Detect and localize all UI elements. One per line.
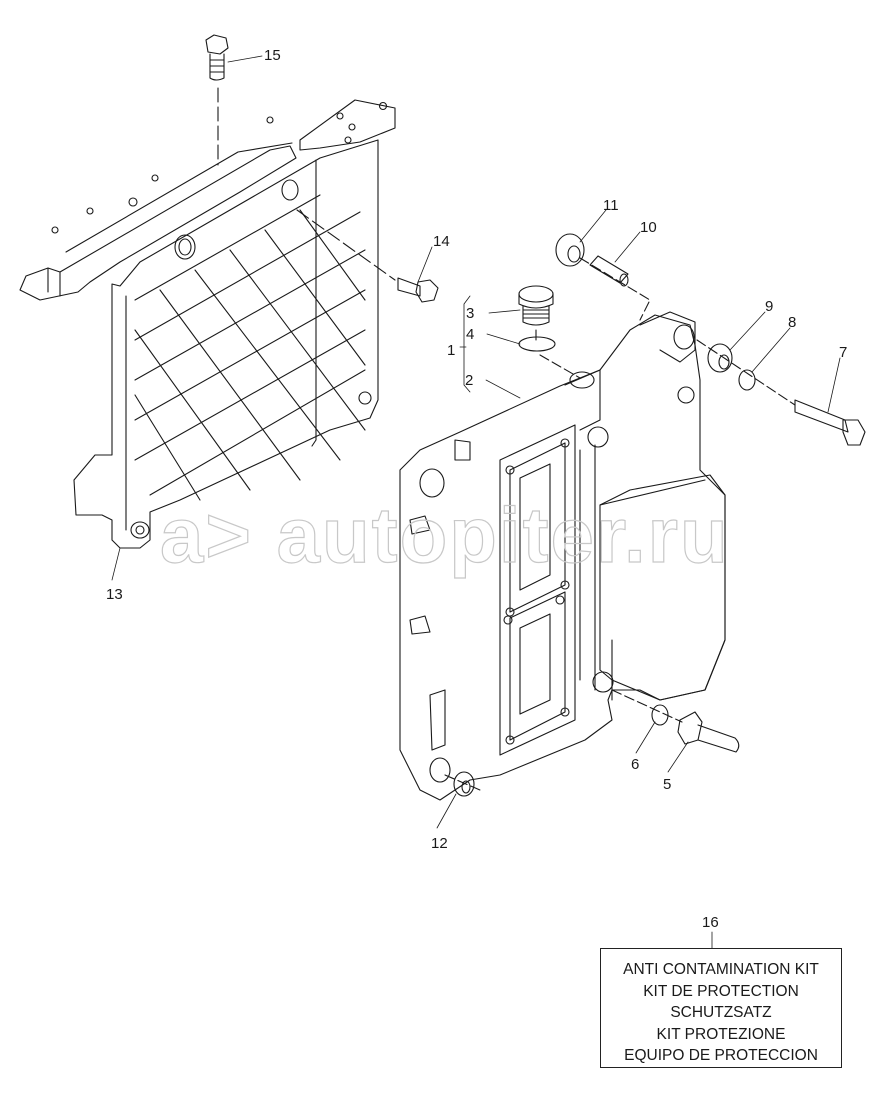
kit-label-es: EQUIPO DE PROTECCION: [624, 1047, 818, 1064]
callout-12: 12: [431, 835, 448, 852]
ring-8: [738, 369, 756, 391]
anti-contamination-kit-box: ANTI CONTAMINATION KIT KIT DE PROTECTION…: [600, 948, 842, 1068]
mounting-bracket: [19, 99, 396, 549]
bolt-7: [794, 399, 866, 446]
callout-9: 9: [765, 298, 774, 315]
watermark: a> autopiter.ru: [159, 490, 730, 579]
callout-4: 4: [466, 326, 475, 343]
callout-8: 8: [788, 314, 797, 331]
callout-3: 3: [466, 305, 475, 322]
callout-6: 6: [631, 756, 640, 773]
bolt-14: [296, 209, 439, 303]
ecu-housing: [399, 311, 726, 801]
callout-10: 10: [640, 219, 657, 236]
callout-16: 16: [702, 914, 719, 931]
kit-label-en: ANTI CONTAMINATION KIT: [623, 961, 819, 978]
callout-5: 5: [663, 776, 672, 793]
kit-label-de: SCHUTZSATZ: [670, 1004, 772, 1021]
washer-11: [555, 233, 585, 267]
bolt-15: [205, 34, 229, 166]
sleeve-10: [589, 255, 629, 287]
callout-13: 13: [106, 586, 123, 603]
callout-11: 11: [603, 197, 619, 214]
sensor-5: [677, 711, 740, 753]
washer-9: [707, 343, 733, 373]
callout-14: 14: [433, 233, 450, 250]
callout-1: 1: [447, 342, 456, 359]
callout-2: 2: [465, 372, 474, 389]
washer-12: [453, 771, 475, 797]
kit-label-it: KIT PROTEZIONE: [656, 1025, 786, 1043]
callout-7: 7: [839, 344, 848, 361]
seal-ring-4: [518, 336, 556, 352]
callout-15: 15: [264, 47, 281, 64]
kit-label-fr: KIT DE PROTECTION: [643, 982, 799, 1000]
plug-3: [518, 285, 554, 341]
